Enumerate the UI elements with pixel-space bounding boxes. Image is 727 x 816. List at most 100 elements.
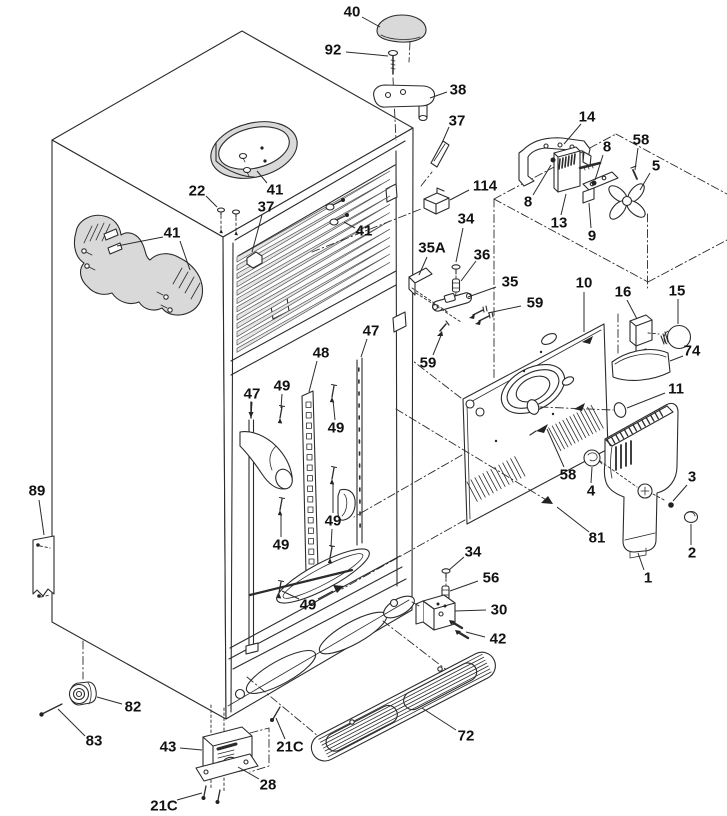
leader-line (360, 338, 368, 358)
part-number-label: 58 (560, 467, 577, 484)
hinge-cap (376, 14, 427, 43)
part-number-label: 49 (325, 513, 342, 530)
leader-line (449, 580, 479, 592)
fan-motor-13 (553, 146, 602, 193)
part-callout-36: 36 (460, 247, 490, 282)
leader-line (179, 747, 203, 751)
part-callout-83: 83 (57, 708, 102, 750)
part-number-label: 81 (589, 530, 606, 547)
panel-hole (526, 399, 540, 415)
part-number-label: 48 (313, 345, 330, 362)
leader-line (421, 707, 457, 731)
part-number-label: 89 (29, 483, 46, 500)
part-number-label: 13 (551, 215, 568, 232)
part-number-label: 28 (260, 777, 277, 794)
part-number-label: 56 (483, 570, 500, 587)
hinge-shim (430, 140, 450, 168)
switch-114 (311, 187, 450, 253)
part-number-label: 92 (325, 42, 342, 59)
leader-line (345, 51, 389, 57)
part-callout-74: 74 (669, 343, 701, 362)
leader-line (588, 202, 592, 229)
leader-line (317, 590, 334, 600)
leader-line (179, 240, 191, 271)
leader-line (546, 428, 565, 468)
leader-line (275, 717, 286, 740)
leader-line (455, 227, 464, 263)
part-number-label: 114 (473, 178, 498, 195)
part-callout-34: 34 (448, 544, 482, 571)
part-number-label: 5 (652, 158, 660, 175)
leader-line (594, 154, 604, 181)
left-bracket (73, 214, 204, 316)
leader-line (532, 164, 552, 196)
leader-line (343, 221, 356, 229)
part-callout-8: 8 (524, 164, 552, 211)
part-callout-34: 34 (455, 211, 475, 263)
part-callout-10: 10 (576, 275, 593, 332)
part-callout-37: 37 (251, 199, 274, 253)
fan-assembly (493, 133, 727, 379)
screw-8-right (591, 180, 597, 186)
leader-line (590, 466, 593, 484)
leader-line (441, 126, 450, 144)
leader-line (467, 286, 497, 298)
leader-line (116, 236, 164, 247)
leader-line (432, 332, 443, 356)
part-number-label: 49 (273, 537, 290, 554)
part-number-label: 37 (449, 113, 466, 130)
part-number-label: 11 (668, 381, 684, 398)
part-number-label: 16 (615, 284, 632, 301)
leader-line (418, 256, 428, 276)
roller-pin (39, 703, 63, 717)
part-callout-49: 49 (273, 513, 290, 554)
part-number-label: 74 (684, 343, 701, 360)
part-callout-49: 49 (281, 590, 334, 614)
knob-cap (683, 510, 699, 524)
part-callout-114: 114 (449, 178, 498, 201)
part-number-label: 10 (576, 275, 593, 292)
part-callout-58: 58 (633, 132, 649, 171)
leader-line (556, 506, 590, 533)
part-number-label: 49 (274, 378, 291, 395)
part-callout-38: 38 (429, 82, 466, 99)
bottom-bracket-assembly (411, 568, 470, 640)
part-callout-72: 72 (421, 707, 474, 745)
fan-blade-5 (608, 183, 646, 220)
part-number-label: 35 (502, 274, 519, 291)
part-number-label: 41 (267, 182, 284, 199)
leader-line (429, 91, 448, 99)
part-callout-41: 41 (343, 221, 373, 240)
control-housing (583, 402, 699, 559)
hole-plug (613, 402, 627, 418)
part-number-label: 8 (524, 194, 532, 211)
part-number-label: 22 (189, 183, 206, 200)
part-number-label: 21C (150, 798, 178, 815)
part-number-label: 40 (344, 4, 361, 21)
part-number-label: 41 (356, 223, 373, 240)
front-roller-assembly (195, 704, 281, 804)
toe-grille (246, 620, 496, 762)
leader-line (449, 189, 470, 201)
bracket-screws-42 (449, 620, 470, 640)
part-callout-47: 47 (360, 323, 379, 358)
part-callout-56: 56 (449, 570, 500, 592)
evaporator-fins (236, 170, 391, 353)
leader-line (563, 123, 582, 145)
leader-line (634, 147, 639, 171)
mounting-screws-21c (201, 706, 281, 804)
fin-clip (246, 251, 263, 269)
leader-line (361, 16, 381, 28)
part-callout-43: 43 (160, 739, 203, 756)
part-callout-35: 35 (467, 274, 519, 298)
part-callout-22: 22 (189, 183, 218, 208)
fresh-food-interior (239, 357, 370, 655)
screw-8-left (550, 157, 556, 163)
part-callout-21C: 21C (150, 792, 203, 815)
leader-line (487, 305, 522, 314)
leader-line (280, 393, 283, 409)
top-hinge-assembly (373, 14, 450, 187)
part-number-label: 42 (490, 631, 507, 648)
